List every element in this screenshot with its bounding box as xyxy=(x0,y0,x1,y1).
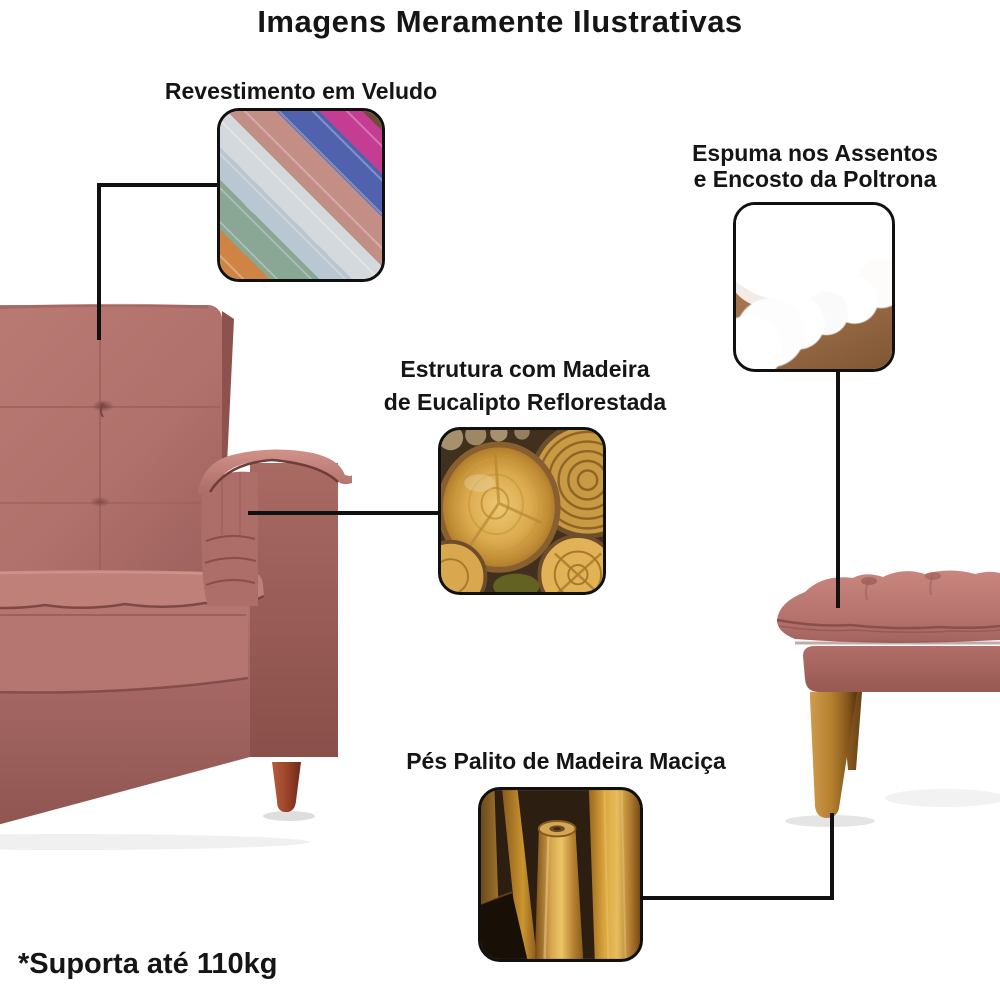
page-title: Imagens Meramente Ilustrativas xyxy=(257,4,743,39)
connector-velvet-horizontal xyxy=(97,183,220,187)
solid-wood-stick-legs-photo xyxy=(478,787,643,962)
background-logs xyxy=(441,430,530,451)
connector-legs-vertical xyxy=(830,813,834,900)
label-wood: Estrutura com Madeira de Eucalipto Reflo… xyxy=(325,353,725,419)
label-foam-line1: Espuma nos Assentos xyxy=(692,140,938,166)
pink-velvet-ottoman-photo xyxy=(776,570,1000,827)
armchair-front-leg xyxy=(263,762,315,821)
ottoman-front-leg xyxy=(810,692,857,818)
foam-texture xyxy=(736,205,892,369)
label-foam-line2: e Encosto da Poltrona xyxy=(693,166,937,192)
wood-sticks-illustration xyxy=(481,790,640,959)
velvet-stripes xyxy=(220,111,382,279)
armchair-arm-outer-panel xyxy=(250,463,338,757)
eucalyptus-logs-photo xyxy=(438,427,606,595)
ottoman-floor-shadow xyxy=(885,789,1000,807)
armchair-arm-quilted-front xyxy=(201,471,258,606)
label-wood-line2: de Eucalipto Reflorestada xyxy=(383,389,667,415)
white-foam-fiber-photo xyxy=(733,202,895,372)
armchair-floor-shadow xyxy=(0,834,310,850)
label-legs: Pés Palito de Madeira Maciça xyxy=(406,748,726,774)
label-foam: Espuma nos Assentos e Encosto da Poltron… xyxy=(615,140,1000,192)
stick-right xyxy=(588,790,640,959)
stick-center xyxy=(534,820,584,959)
weight-capacity-note: *Suporta até 110kg xyxy=(18,948,278,980)
pink-velvet-armchair-photo xyxy=(0,303,352,850)
ottoman-base xyxy=(803,646,1000,692)
connector-legs-horizontal xyxy=(643,896,834,900)
main-log xyxy=(441,441,561,573)
ottoman-cushion xyxy=(776,570,1000,645)
logs-illustration xyxy=(441,430,603,592)
bottom-logs xyxy=(441,534,603,592)
connector-wood-horizontal xyxy=(248,511,440,515)
velvet-fabric-swatches-photo xyxy=(217,108,385,282)
stick-thin-diagonal xyxy=(502,790,537,959)
connector-velvet-vertical xyxy=(97,183,101,340)
label-velvet: Revestimento em Veludo xyxy=(164,78,438,104)
label-wood-line1: Estrutura com Madeira xyxy=(400,356,650,382)
armchair-base xyxy=(0,600,250,825)
armchair-backrest xyxy=(0,303,234,580)
connector-foam-vertical xyxy=(836,371,840,608)
armchair-arm-roll xyxy=(198,449,352,495)
